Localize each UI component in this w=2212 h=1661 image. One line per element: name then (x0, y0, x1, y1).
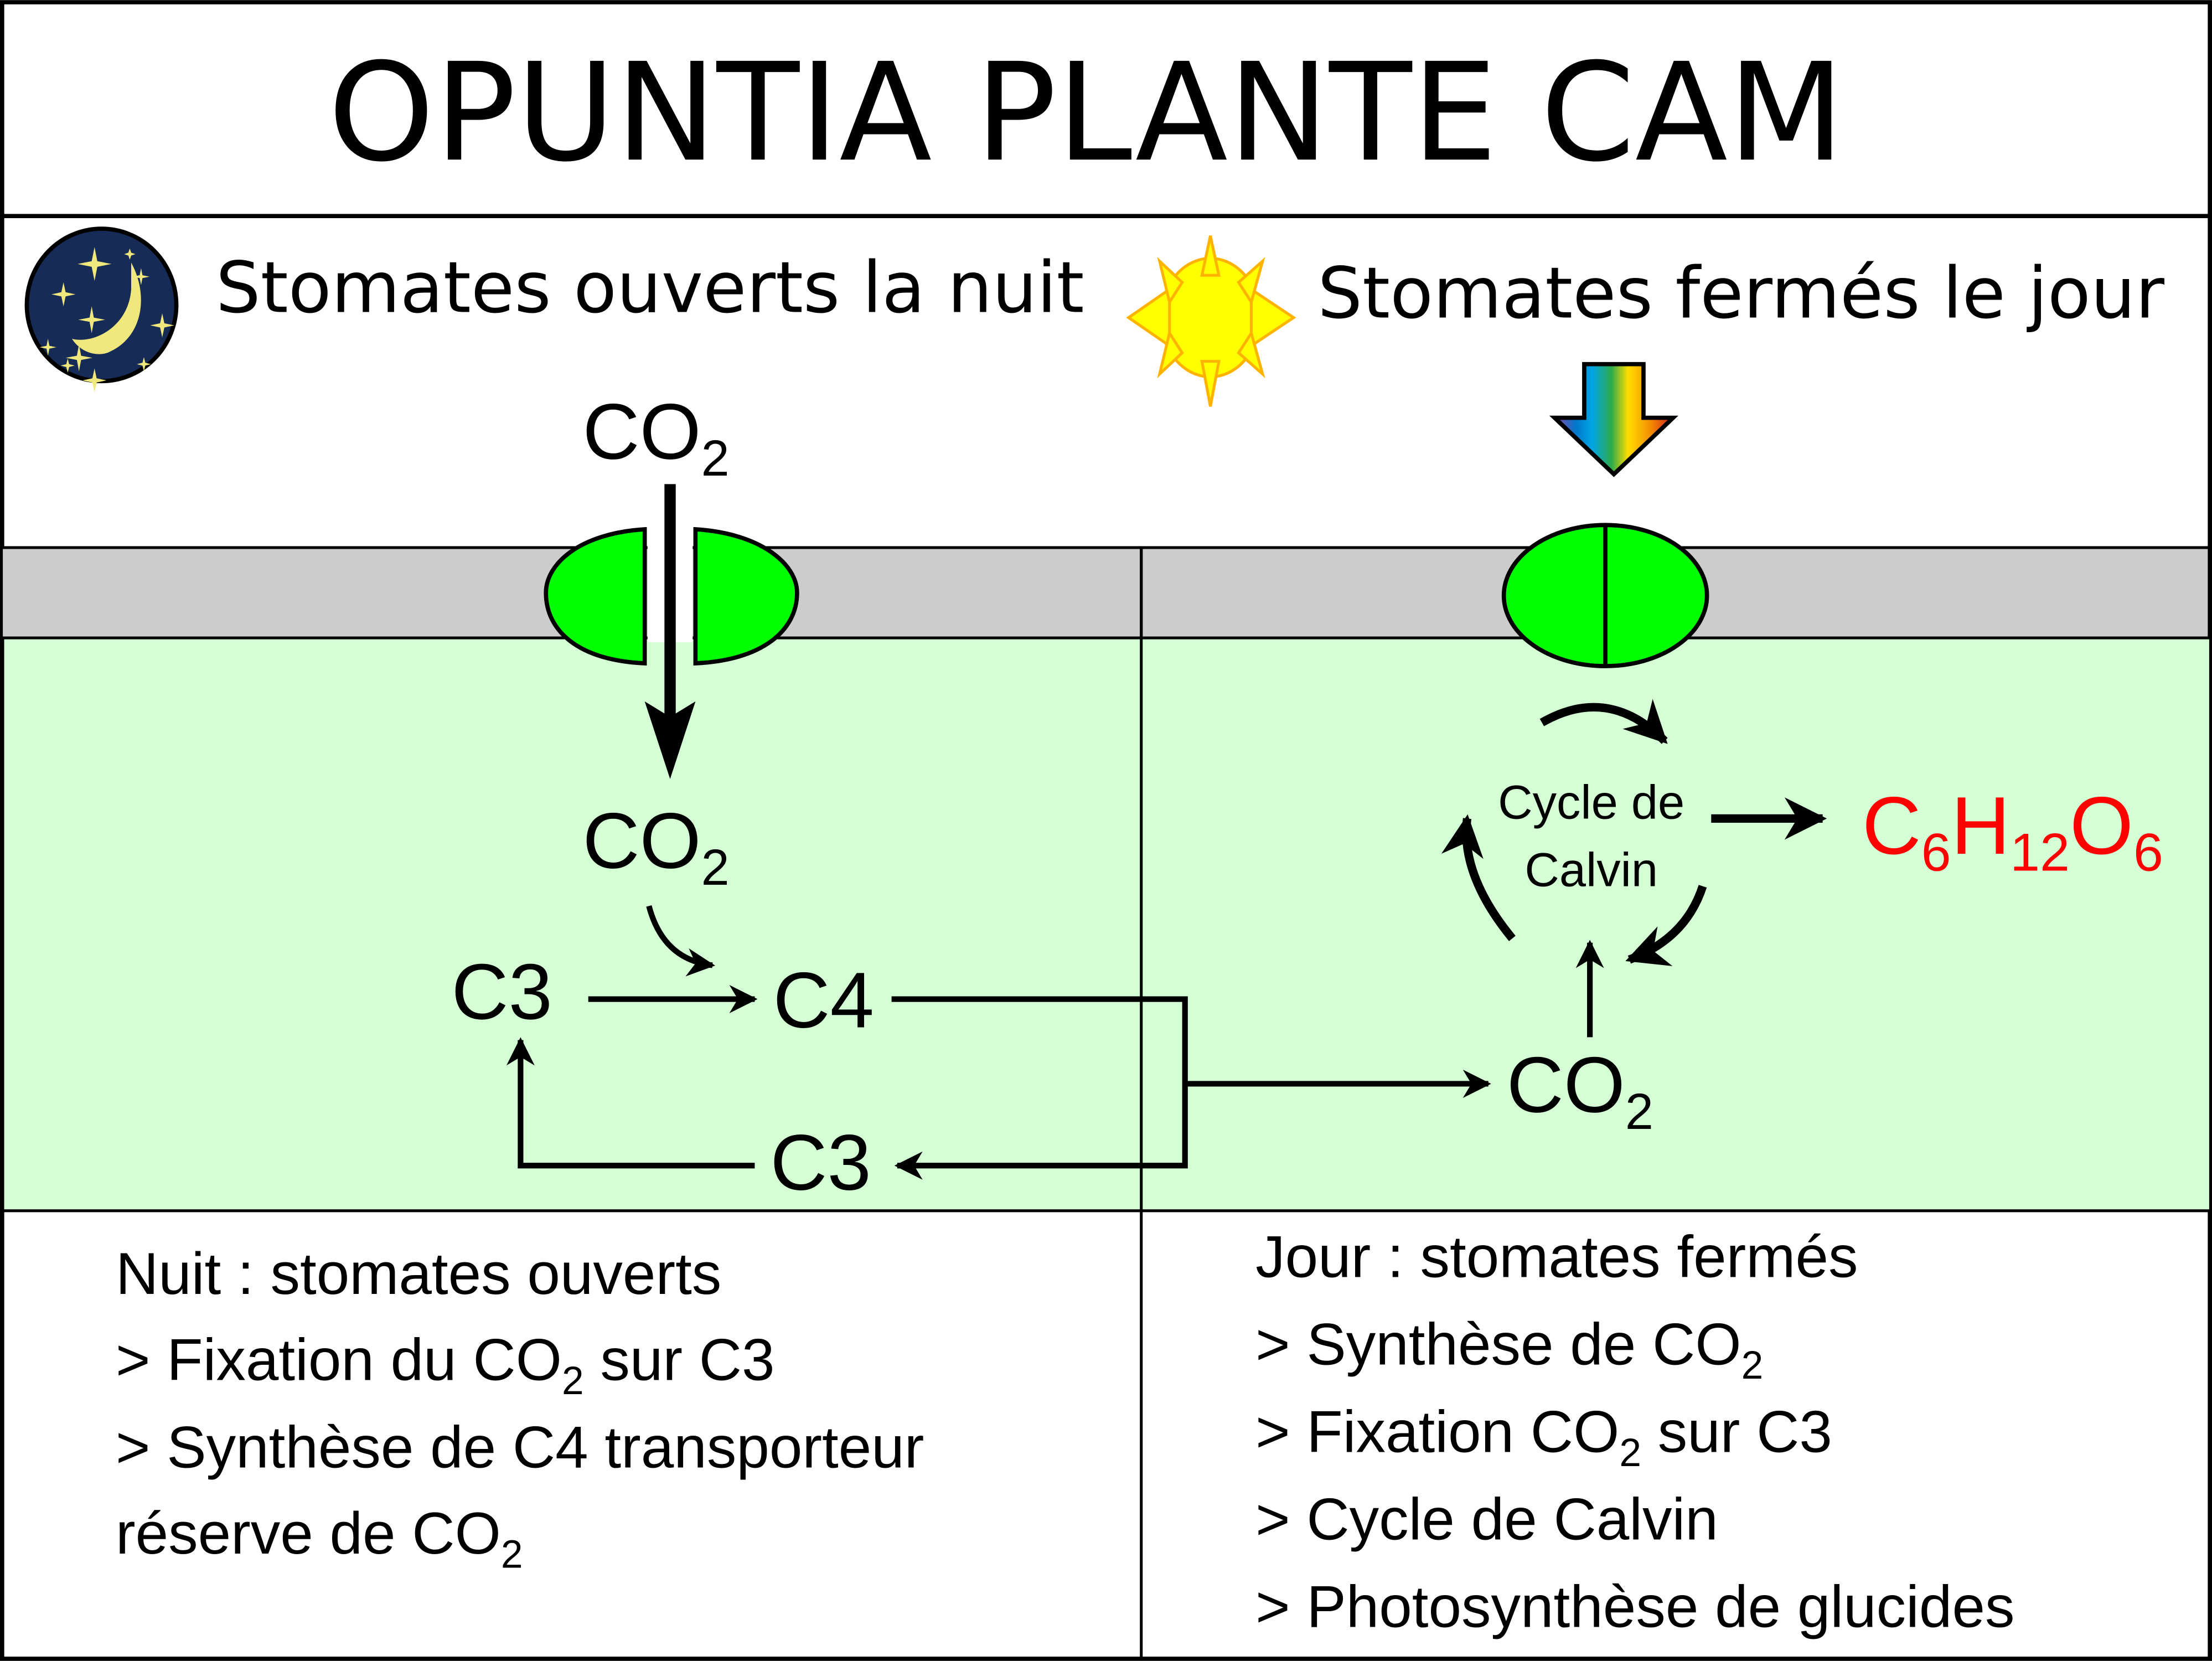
day-notes-line1: > Synthèse de CO2 (1255, 1311, 1763, 1387)
night-notes-line3: réserve de CO2 (116, 1500, 523, 1576)
glucose-formula: C6H12O6 (1862, 780, 2163, 883)
light-arrow-icon (1549, 362, 1679, 477)
day-header: Stomates fermés le jour (1317, 253, 2164, 335)
calvin-arrow-top (1539, 699, 1668, 744)
day-co2: CO2 (1507, 1041, 1653, 1140)
day-notes-line2: > Fixation CO2 sur C3 (1255, 1399, 1832, 1475)
day-notes-line4: > Photosynthèse de glucides (1255, 1574, 2014, 1640)
day-notes-heading: Jour : stomates fermés (1255, 1224, 1858, 1290)
night-header: Stomates ouverts la nuit (216, 247, 1084, 329)
night-notes-line1: > Fixation du CO2 sur C3 (116, 1327, 775, 1403)
c3-bottom: C3 (770, 1119, 871, 1207)
c4: C4 (773, 957, 874, 1045)
co2-to-c4-arrow (646, 905, 716, 977)
calvin-arrow-left (1441, 814, 1516, 941)
mesophyll-day (1141, 638, 2209, 1211)
mesophyll-night (4, 638, 1141, 1211)
co2-entry-arrowhead (644, 701, 696, 779)
night-notes-heading: Nuit : stomates ouverts (116, 1240, 721, 1307)
night-notes-line2: > Synthèse de C4 transporteur (116, 1414, 924, 1481)
day-notes: Jour : stomates fermés > Synthèse de CO2… (1255, 1224, 2014, 1640)
c3-regeneration-line (506, 1037, 755, 1169)
c3-left: C3 (452, 948, 552, 1036)
co2-outside: CO2 (583, 388, 730, 487)
calvin-label-line2: Calvin (1524, 844, 1658, 897)
page-title: OPUNTIA PLANTE CAM (328, 34, 1844, 192)
day-notes-line3: > Cycle de Calvin (1255, 1486, 1718, 1552)
open-stomata (544, 527, 799, 666)
sun-icon (1126, 235, 1296, 407)
calvin-arrow-right (1625, 885, 1707, 966)
co2-inside: CO2 (583, 797, 730, 896)
calvin-label-line1: Cycle de (1498, 776, 1684, 829)
night-notes: Nuit : stomates ouverts > Fixation du CO… (116, 1240, 924, 1576)
closed-stomata (1501, 523, 1709, 668)
night-moon-icon (24, 226, 179, 393)
